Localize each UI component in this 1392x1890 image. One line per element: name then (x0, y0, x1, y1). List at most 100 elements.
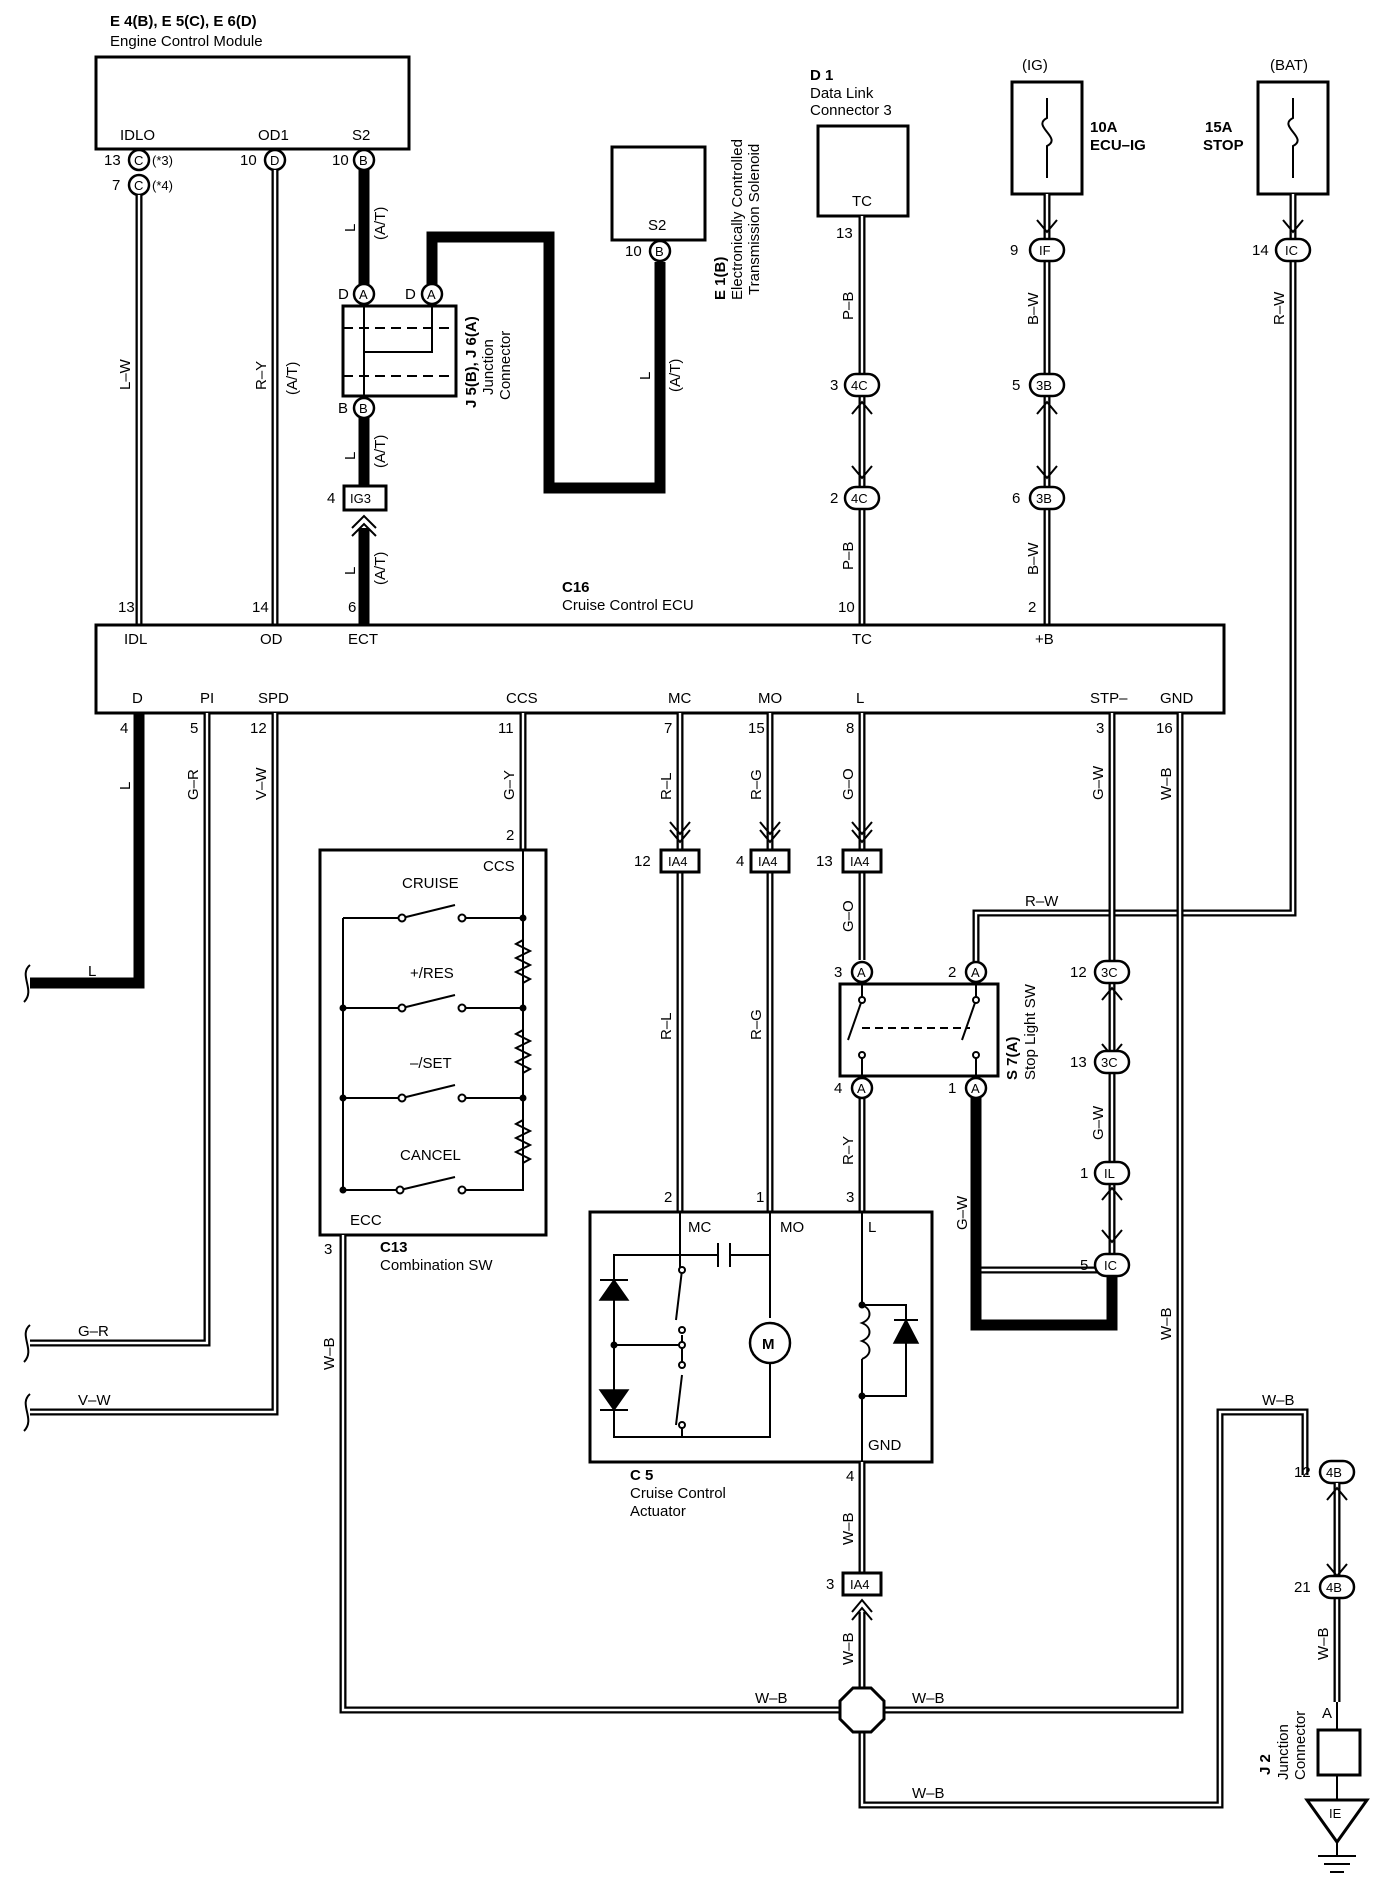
ecu-pin-od: OD (260, 631, 283, 648)
ia4-mc-label: IA4 (668, 854, 688, 869)
ic2-pin: 5 (1080, 1257, 1088, 1274)
ecu-top-num-b: 2 (1028, 599, 1036, 616)
wire-bat-stop-sw: 14 IC R–W R–W (972, 194, 1312, 1274)
stopsw-pin-2: 2 (948, 964, 956, 981)
ecu-pin-mo: MO (758, 690, 782, 707)
ecu-pin-plus-b: +B (1035, 631, 1054, 648)
3b-conn-top: 3B (1036, 378, 1052, 393)
wire-dlc-tc: P–B P–B (840, 216, 866, 625)
solenoid-connector (648, 239, 672, 263)
combo-label-ecc: ECC (350, 1212, 382, 1229)
connector-3c: 12 3C 13 3C (1070, 959, 1131, 1075)
wire-label-l-d: L (117, 782, 134, 790)
connector-ic-top-label: IC (1285, 243, 1298, 258)
wire-label-at-sol: (A/T) (667, 359, 684, 392)
4b-conn-top: 4B (1326, 1465, 1342, 1480)
wire-actuator-gnd: W–B 3 IA4 W–B (826, 1462, 883, 1688)
combo-title: C13 (380, 1239, 408, 1256)
act-pin-l: L (868, 1219, 876, 1236)
ecu-top-num-od: 14 (252, 599, 269, 616)
ecu-bot-num-l: 8 (846, 720, 854, 737)
solenoid-name-1: Electronically Controlled (729, 139, 746, 300)
4c-conn-top: 4C (851, 378, 868, 393)
ecm-idlo-note-a: (*3) (152, 153, 173, 168)
ia4-mo-label: IA4 (758, 854, 778, 869)
ecm-idlo-connector-a (127, 148, 151, 172)
3b-pin-bot: 6 (1012, 490, 1020, 507)
stopsw-pin-1: 1 (948, 1080, 956, 1097)
stopsw-box (838, 982, 1000, 1078)
ecm-s2-conn-letter: B (359, 153, 368, 168)
ecm-pin-od1: OD1 (258, 127, 289, 144)
junction-connector-j2: A IE J 2 Junction Connector (1257, 1702, 1370, 1873)
4b-conn-bot: 4B (1326, 1580, 1342, 1595)
ic2-conn-label: IC (1104, 1258, 1117, 1273)
wire-label-p-b-2: P–B (840, 542, 857, 570)
solenoid-name-2: Transmission Solenoid (746, 144, 763, 295)
wire-label-l-s2: L (342, 224, 359, 232)
wire-label-r-w-1: R–W (1271, 291, 1288, 325)
wire-label-w-b-ecc: W–B (321, 1337, 338, 1370)
ecm-box (94, 55, 411, 151)
act-pin-num-mo: 1 (756, 1189, 764, 1206)
solenoid-title: E 1(B) (712, 257, 729, 300)
motor-label: M (762, 1336, 775, 1353)
wire-ecu-gnd: W–B W–B W–B (880, 713, 1184, 1714)
jc-conn-letter-left: A (359, 287, 368, 302)
wire-label-v-w-h: V–W (78, 1392, 111, 1409)
connector-4b: 12 4B 21 4B W–B (1294, 1459, 1356, 1702)
3c-pin-top: 12 (1070, 964, 1087, 981)
j2-pin: A (1322, 1705, 1332, 1722)
solenoid-conn-letter: B (655, 244, 664, 259)
ecu-title: C16 (562, 579, 590, 596)
3c-pin-bot: 13 (1070, 1054, 1087, 1071)
ia4-mc-connector (659, 848, 701, 874)
wire-spd-out: V–W V–W (23, 713, 279, 1432)
cruise-control-ecu: C16 Cruise Control ECU 13 14 6 10 2 IDL … (94, 579, 1226, 737)
wire-label-b-w-2: B–W (1025, 542, 1042, 575)
wire-label-at-s2: (A/T) (372, 207, 389, 240)
j2-ground-label: IE (1329, 1806, 1342, 1821)
stop-light-switch: 3 A 2 A 4 A 1 A S 7(A) Stop Light SW (834, 960, 1039, 1100)
wire-junction-solenoid: L (A/T) (426, 231, 684, 494)
4c-connector-top (843, 372, 881, 398)
ecu-pin-tc: TC (852, 631, 872, 648)
jc-conn-letter-right: A (427, 287, 436, 302)
ecm-idlo-note-b: (*4) (152, 178, 173, 193)
ecu-pin-idl: IDL (124, 631, 147, 648)
ecu-pin-spd: SPD (258, 690, 289, 707)
3c-connector-bot (1093, 1049, 1131, 1075)
combination-switch: 2 CCS ECC CRUISE +/RES –/SET CANCEL 3 C1… (318, 827, 548, 1274)
fuse-stop: (BAT) 15A STOP (1203, 57, 1330, 196)
switch-set-label: –/SET (410, 1055, 452, 1072)
cruise-control-actuator: 2 1 3 MC MO L GND M C 5 (588, 1189, 934, 1520)
4c-pin-bot: 2 (830, 490, 838, 507)
combo-name: Combination SW (380, 1257, 493, 1274)
act-pin-mc: MC (688, 1219, 711, 1236)
wire-label-g-o-1: G–O (840, 768, 857, 800)
4c-conn-bot: 4C (851, 491, 868, 506)
wire-label-w-b-4b-v: W–B (1315, 1627, 1332, 1660)
fuse-ig-name: ECU–IG (1090, 137, 1146, 154)
fuse-bat-pin: 14 (1252, 242, 1269, 259)
switch-cruise-label: CRUISE (402, 875, 459, 892)
3b-connector-top (1028, 372, 1066, 398)
ecm-od1-conn-letter: D (270, 153, 279, 168)
wire-label-l-ect: L (342, 567, 359, 575)
ig3-conn-label: IG3 (350, 491, 371, 506)
wire-label-r-l-1: R–L (658, 772, 675, 800)
wire-label-r-g-1: R–G (748, 769, 765, 800)
ia4-l-connector (841, 848, 883, 874)
ecu-name: Cruise Control ECU (562, 597, 694, 614)
ecu-pin-pi: PI (200, 690, 214, 707)
ig3-pin-num: 4 (327, 490, 335, 507)
stopsw-conn-2 (964, 960, 988, 984)
j2-title: J 2 (1257, 1754, 1274, 1775)
ecu-bot-num-stp: 3 (1096, 720, 1104, 737)
act-pin-num-mc: 2 (664, 1189, 672, 1206)
j2-name-1: Junction (1275, 1724, 1292, 1780)
jc-pin-d-right: D (405, 286, 416, 303)
4b-pin-bot: 21 (1294, 1579, 1311, 1596)
stopsw-name: Stop Light SW (1022, 983, 1039, 1080)
